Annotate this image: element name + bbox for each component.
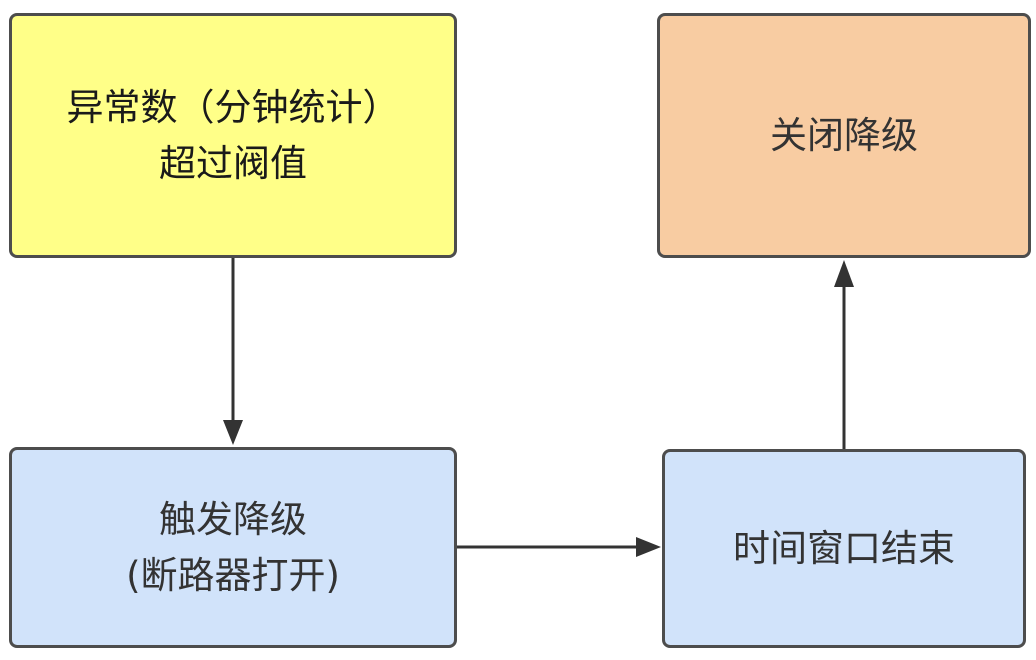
edge-trigger-to-window (457, 537, 661, 557)
time-window-label: 时间窗口结束 (733, 526, 955, 570)
time-window-end-node: 时间窗口结束 (662, 449, 1026, 648)
close-degrade-node: 关闭降级 (657, 13, 1031, 258)
trigger-degrade-node: 触发降级 (断路器打开) (9, 447, 457, 648)
edge-window-to-close (834, 260, 854, 449)
trigger-line-1: 触发降级 (159, 497, 307, 541)
threshold-line-2: 超过阀值 (159, 141, 307, 185)
edge-threshold-to-trigger (223, 258, 243, 445)
arrowhead-up (834, 260, 854, 287)
trigger-line-2: (断路器打开) (126, 553, 340, 597)
arrowhead-right (636, 537, 661, 557)
threshold-line-1: 异常数（分钟统计） (66, 85, 400, 129)
arrowhead-down (223, 420, 243, 445)
threshold-node: 异常数（分钟统计） 超过阀值 (9, 13, 457, 258)
close-degrade-label: 关闭降级 (770, 113, 918, 157)
